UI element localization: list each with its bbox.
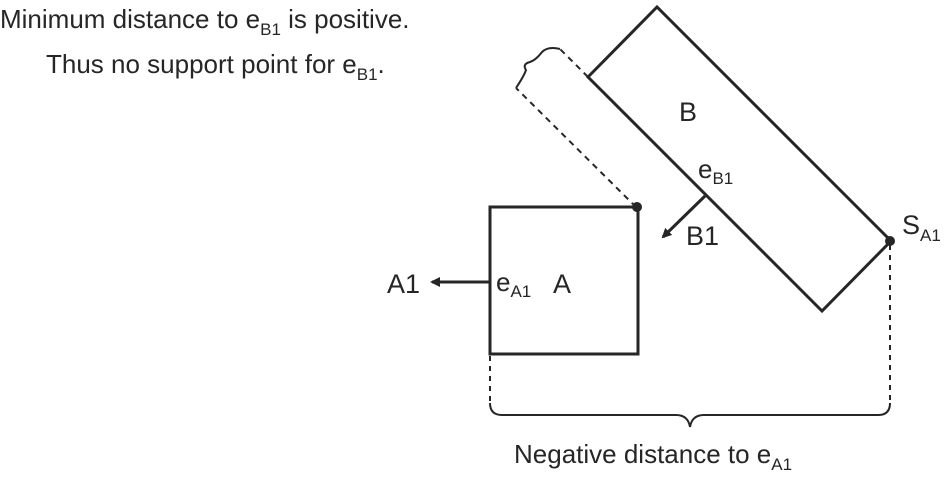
- normal-b1-arrow: [661, 194, 707, 239]
- box-b-label: B: [679, 97, 697, 127]
- positive-distance-leader-upper: [559, 48, 589, 78]
- positive-distance-brace: [515, 47, 561, 89]
- box-b: [585, 4, 894, 314]
- support-point-sa1: [885, 236, 895, 246]
- top-annotation-line1: Minimum distance to eB1 is positive.: [0, 4, 410, 39]
- normal-b1-label: B1: [686, 221, 719, 251]
- top-annotation-line2: Thus no support point for eB1.: [46, 49, 385, 84]
- support-point-label: SA1: [902, 210, 941, 245]
- edge-ea1-label: eA1: [496, 267, 531, 301]
- bottom-annotation: Negative distance to eA1: [514, 439, 792, 474]
- edge-eb1-label: eB1: [698, 154, 733, 188]
- negative-distance-brace: [489, 402, 891, 428]
- a-corner-point: [632, 202, 642, 212]
- box-a-label: A: [553, 269, 571, 299]
- normal-a1-label: A1: [387, 269, 420, 299]
